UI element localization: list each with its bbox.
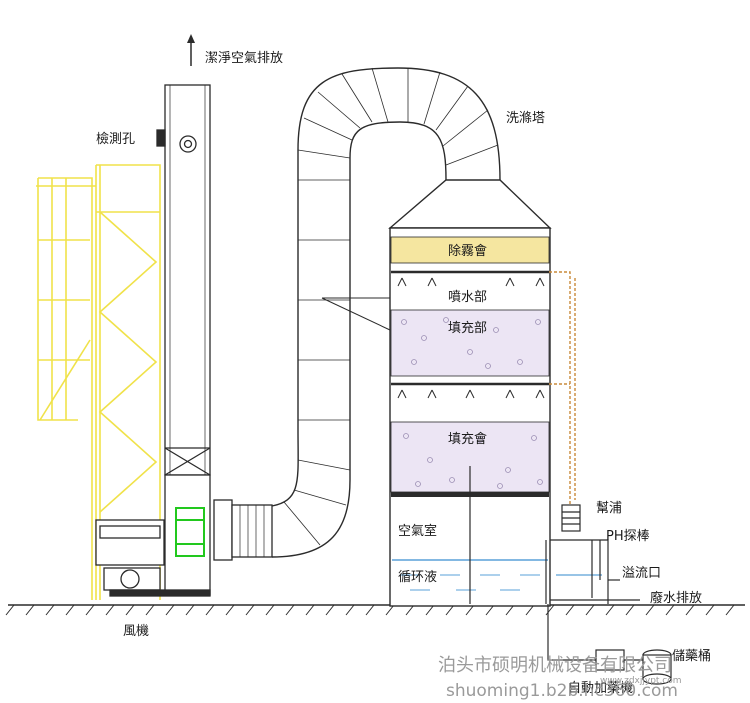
label-storage-tank: 儲藥桶 <box>672 649 711 664</box>
label-demister: 除霧會 <box>448 244 487 259</box>
label-clean-air-exhaust: 潔淨空氣排放 <box>205 51 283 66</box>
watermark-site: shuoming1.b2b.hc360.com <box>446 681 678 701</box>
watermark-small: www.zdxjjypt.com <box>600 676 682 686</box>
label-spray-section: 噴水部 <box>448 290 487 305</box>
label-circulating-liquid: 循环液 <box>398 570 437 585</box>
outside-sump <box>545 539 609 604</box>
pump-icon <box>561 504 581 532</box>
demister-layer <box>390 236 550 264</box>
drain-piping <box>547 579 640 661</box>
inspection-port-icon <box>156 129 197 153</box>
packing-texture <box>401 317 543 489</box>
label-inspection-hole: 檢測孔 <box>96 131 135 147</box>
inlet-pointer <box>321 297 391 331</box>
watermark-company: 泊头市硕明机械设备有限公司 <box>438 655 672 676</box>
label-pump: 幫浦 <box>596 500 622 516</box>
spray-headers <box>391 270 549 399</box>
label-packing-lower: 填充會 <box>448 431 487 447</box>
fan-housing <box>95 474 273 597</box>
up-arrow-icon <box>187 34 195 66</box>
dosing-machine-icon <box>595 649 643 671</box>
recirculation-pipe <box>549 271 576 505</box>
ground <box>5 604 745 616</box>
label-ph-probe: PH探棒 <box>606 529 650 544</box>
storage-tank-icon <box>642 649 672 685</box>
packing-layer-upper <box>390 309 550 377</box>
label-waste-water: 廢水排放 <box>650 591 702 606</box>
label-fan: 風機 <box>123 624 149 639</box>
label-scrubber-tower: 洗滌塔 <box>506 110 545 126</box>
label-overflow-outlet: 溢流口 <box>622 566 661 581</box>
main-duct <box>271 67 501 558</box>
label-packing-upper: 填充部 <box>448 320 487 336</box>
label-air-chamber: 空氣室 <box>398 523 437 539</box>
fan-inlet-green <box>175 507 205 557</box>
label-auto-dosing: 自動加藥機 <box>568 681 633 696</box>
